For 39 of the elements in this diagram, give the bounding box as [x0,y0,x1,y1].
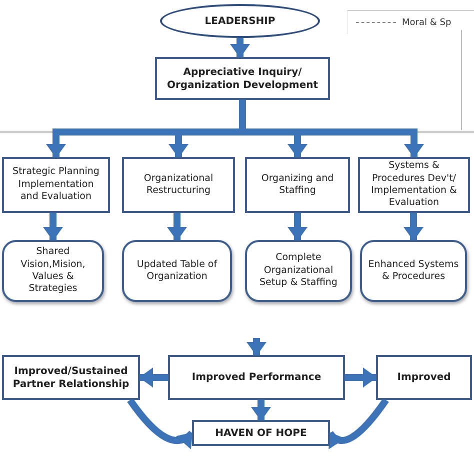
node-text: Improved Performance [192,371,322,384]
process-box [2,355,140,400]
outcome-box [2,240,104,302]
process-box [376,355,472,400]
process-box [2,157,110,213]
outcome-box [122,240,232,302]
process-box [168,355,345,400]
node-text: Organizational Restructuring [142,172,214,198]
process-box [358,157,470,213]
outcome-box [245,240,352,302]
node-text: HAVEN OF HOPE [215,426,307,440]
block-arrow [327,398,389,450]
node-text: Complete Organizational Setup & Staffing [258,252,338,290]
block-arrow [127,398,194,450]
block-arrow [139,368,168,388]
legend-text: Moral & Sp [402,18,452,28]
node-text: Organizing and Staffing [260,172,335,198]
node-text: Enhanced Systems & Procedures [367,258,460,284]
block-arrow [43,213,63,241]
block-arrow [230,38,250,58]
block-arrow [246,338,266,356]
node-text: Improved [397,371,451,384]
node-text: Updated Table of Organization [136,258,218,284]
node-text: LEADERSHIP [204,14,276,28]
block-arrow [251,400,271,421]
node-text: Strategic Planning Implementation and Evaluation [12,166,100,204]
node-text: Shared Vision,Mision, Values & Strategies [20,246,86,296]
block-arrow [345,368,377,388]
process-box [245,157,350,213]
block-arrow [404,213,424,241]
process-box [192,420,330,446]
block-arrow [167,213,187,241]
node-text: Improved/Sustained Partner Relationship [12,364,130,390]
process-box [155,57,330,100]
process-box [122,157,235,213]
node-text: Systems & Procedures Dev't/ Implementation & Evaluation [370,160,458,210]
block-arrow [288,213,308,241]
node-text: Appreciative Inquiry/ Organization Development [166,66,320,92]
outcome-box [360,240,467,302]
